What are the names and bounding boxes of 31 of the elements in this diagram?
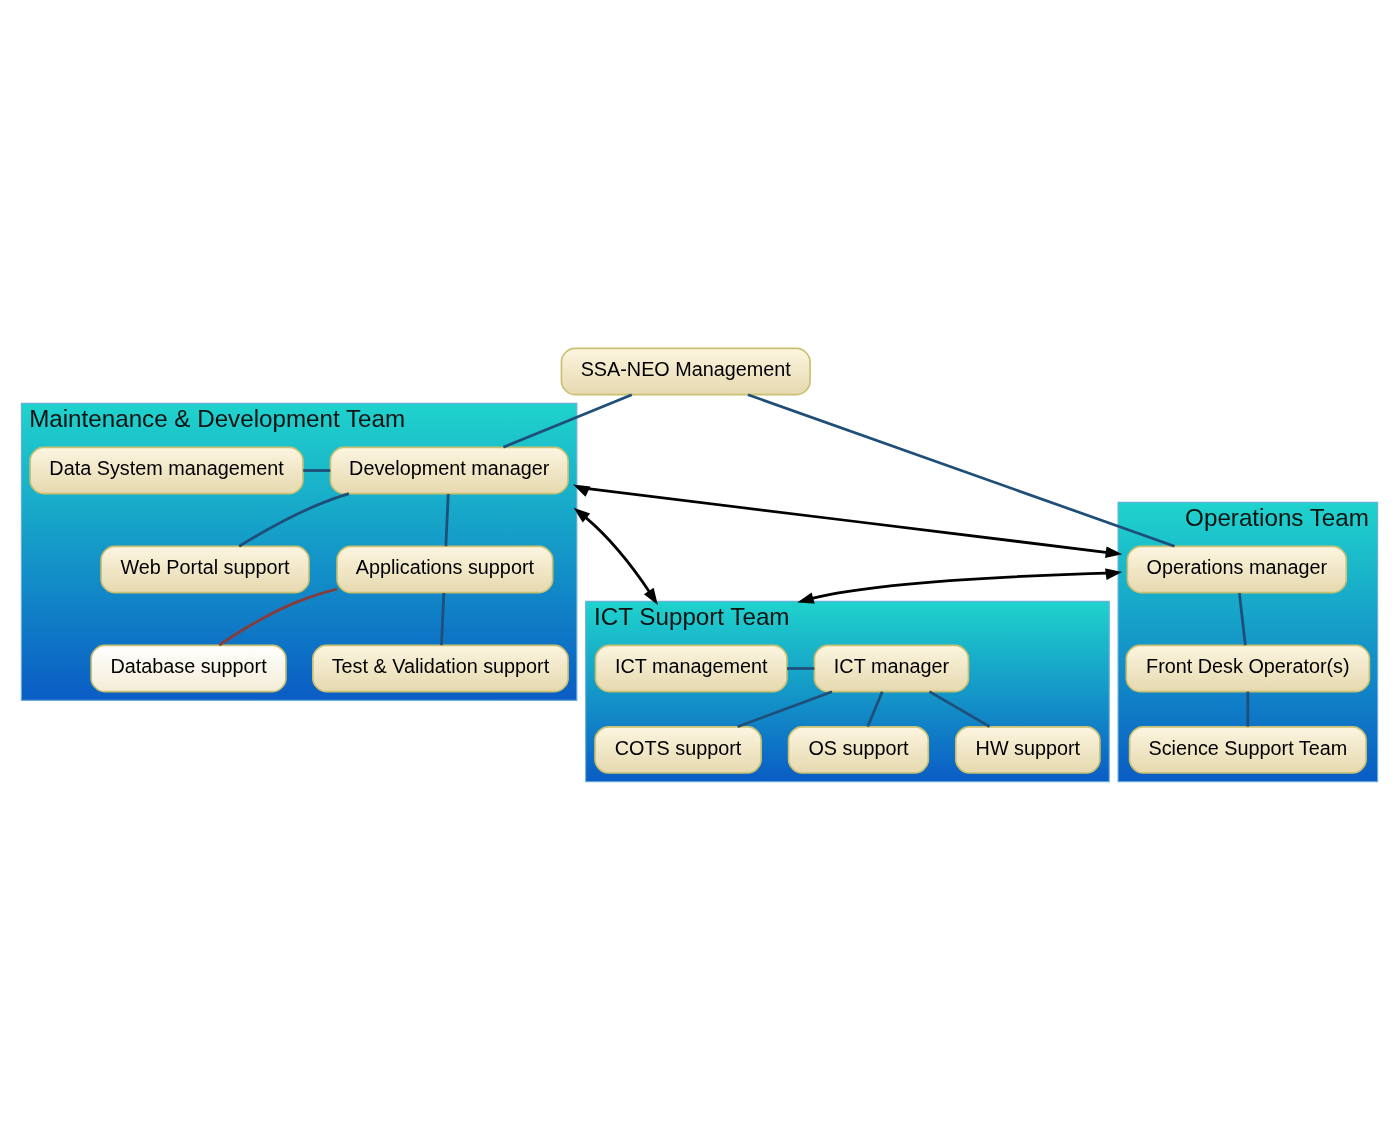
node-box: Web Portal support	[100, 545, 310, 593]
connector	[502, 392, 633, 449]
connector	[928, 689, 991, 728]
connector	[737, 689, 833, 728]
node-box: Development manager	[329, 446, 569, 494]
arrow	[797, 567, 1123, 604]
node-box: HW support	[954, 725, 1101, 774]
node-box: Science Support Team	[1128, 725, 1367, 774]
connector	[787, 666, 815, 670]
node-box: OS support	[787, 725, 930, 774]
node-box: ICT manager	[813, 644, 970, 692]
connector	[1246, 691, 1250, 727]
node-box: Operations manager	[1126, 545, 1348, 593]
node-box: Applications support	[336, 545, 554, 593]
node-box: Data System management	[29, 446, 304, 494]
connector	[303, 468, 331, 472]
arrow	[573, 507, 658, 605]
node-box: ICT management	[594, 644, 788, 692]
node-box: Database support	[90, 644, 287, 692]
node-box: Test & Validation support	[312, 644, 569, 692]
connector	[1238, 592, 1247, 645]
node-box: SSA-NEO Management	[560, 347, 811, 395]
arrow	[573, 483, 1123, 558]
connector	[218, 587, 338, 646]
connector	[866, 690, 884, 727]
connector	[440, 592, 446, 645]
connector	[444, 493, 450, 546]
connector	[747, 392, 1175, 548]
node-box: Front Desk Operator(s)	[1125, 644, 1371, 692]
connector	[238, 491, 350, 547]
node-box: COTS support	[594, 725, 762, 774]
